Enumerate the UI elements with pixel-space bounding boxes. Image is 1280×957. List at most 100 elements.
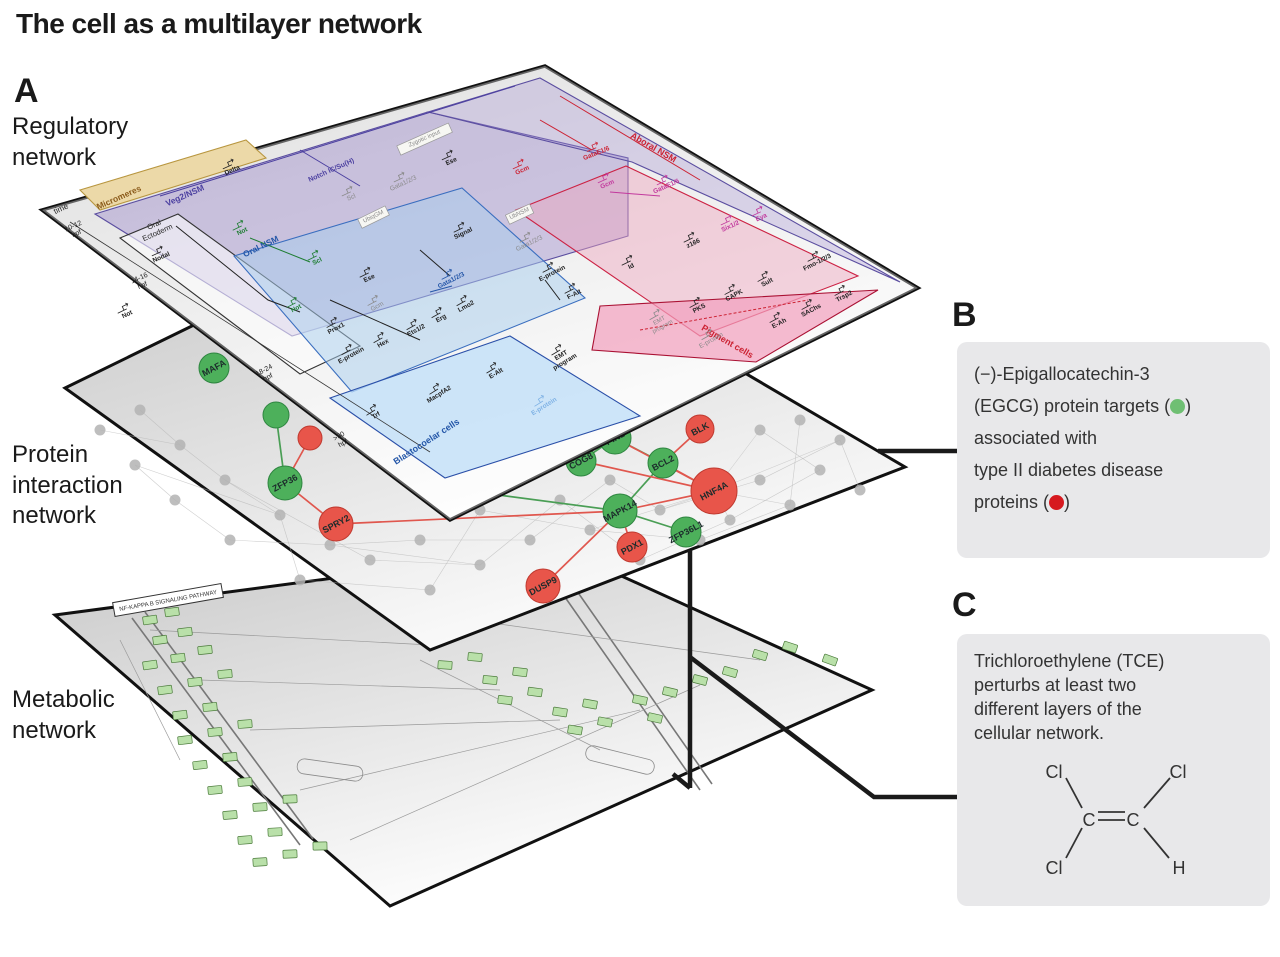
background-edge <box>479 509 591 531</box>
tce-line4: cellular network. <box>974 722 1105 743</box>
promoter-arrow-icon <box>232 219 244 231</box>
egcg-line5-close: ) <box>1064 492 1071 513</box>
gene-label: Erg <box>431 306 448 324</box>
kegg-gene-box <box>164 606 180 618</box>
grn-wire <box>609 191 661 197</box>
egcg-line2-close: ) <box>1185 396 1192 417</box>
gene-label: Scl <box>341 185 358 203</box>
promoter-arrow-icon <box>807 250 818 262</box>
interaction-edge <box>335 510 621 525</box>
kegg-gene-box <box>207 785 223 795</box>
gene-label: Ese <box>441 149 458 167</box>
panel-c-letter: C <box>952 586 977 624</box>
tce-line2: perturbs at least two <box>974 674 1137 695</box>
svg-text:Erg: Erg <box>435 313 448 324</box>
metabolic-layer: NF-KAPPA B SIGNALING PATHWAY <box>51 546 876 908</box>
background-edge <box>179 444 226 481</box>
kegg-gene-box <box>252 857 268 867</box>
gene-label: Id <box>621 254 635 271</box>
promoter-arrow-icon <box>441 149 453 161</box>
promoter-arrow-icon <box>486 361 497 374</box>
svg-text:Scl: Scl <box>346 192 358 202</box>
svg-text:Not: Not <box>121 309 135 320</box>
background-node <box>324 539 336 551</box>
kegg-gene-box <box>222 752 238 762</box>
kegg-gene-box <box>170 652 186 664</box>
chem-atom-label: Cl <box>1046 762 1063 782</box>
grn-wire <box>249 237 311 263</box>
promoter-arrow-icon <box>564 282 575 294</box>
kegg-gene-box <box>312 841 328 851</box>
pathway-group-outline <box>296 758 364 782</box>
promoter-arrow-icon <box>701 328 712 341</box>
ZFP36-node <box>267 465 303 501</box>
kegg-gene-box <box>567 724 583 736</box>
kegg-gene-box <box>237 835 253 845</box>
green-target-dot <box>1170 399 1186 415</box>
membrane-line <box>559 589 701 791</box>
chem-bond <box>1065 777 1083 809</box>
background-node <box>524 534 536 546</box>
pathway-line <box>299 709 641 791</box>
aboral-region <box>514 165 860 337</box>
background-node <box>474 559 486 571</box>
protein-caption-line3: network <box>12 502 97 530</box>
egcg-line3: associated with <box>974 428 1098 449</box>
kegg-gene-box <box>237 719 253 729</box>
kegg-gene-box <box>282 794 298 804</box>
background-node <box>294 574 306 586</box>
kegg-gene-box <box>821 653 839 667</box>
chem-atom-label: C <box>1083 810 1096 830</box>
MAPK14-node <box>602 493 638 529</box>
kegg-gene-box <box>172 709 188 721</box>
kegg-gene-box <box>692 674 708 686</box>
kegg-gene-box <box>527 686 543 698</box>
kegg-gene-box <box>647 712 663 724</box>
gene-label: Not <box>286 296 304 315</box>
background-node <box>584 524 596 536</box>
background-edge <box>369 559 481 566</box>
MAFA-node <box>198 352 230 384</box>
kegg-gene-box <box>437 660 453 670</box>
kegg-gene-box <box>142 659 158 671</box>
promoter-arrow-icon <box>649 308 660 321</box>
gene-label: Eya <box>751 205 768 223</box>
promoter-arrow-icon <box>757 270 768 282</box>
promoter-arrow-icon <box>366 404 376 416</box>
kegg-gene-box <box>207 727 223 737</box>
kegg-gene-box <box>632 694 648 706</box>
interaction-edge <box>542 510 621 587</box>
chem-bond <box>1065 827 1083 859</box>
background-node <box>134 404 146 416</box>
pathway-line <box>199 679 501 691</box>
promoter-arrow-icon <box>431 306 442 319</box>
egcg-line2: (EGCG) protein targets ( <box>974 396 1171 417</box>
promoter-arrow-icon <box>441 268 452 280</box>
promoter-arrow-icon <box>359 266 371 278</box>
chem-atom-label: Cl <box>1046 858 1063 878</box>
svg-text:Not: Not <box>290 303 304 315</box>
blastocoelar-box <box>328 335 642 479</box>
chem-bond <box>1143 777 1171 809</box>
promoter-arrow-icon <box>393 171 405 183</box>
background-edge <box>839 439 861 491</box>
promoter-arrow-icon <box>519 231 531 243</box>
PDX1-node <box>616 531 648 563</box>
egcg-line4: type II diabetes disease <box>974 460 1164 481</box>
kegg-gene-box <box>177 734 193 746</box>
gene-label: >30hpf <box>332 431 349 449</box>
background-node <box>604 474 616 486</box>
grn-wire <box>429 285 453 293</box>
BCL2-node <box>647 447 679 479</box>
background-edge <box>174 499 231 541</box>
gene-label: Trf <box>366 404 382 421</box>
kegg-gene-box <box>177 626 193 638</box>
HNF4A-node <box>690 467 738 515</box>
pathway-line <box>349 684 701 841</box>
DUSP9-node <box>525 568 561 604</box>
promoter-arrow-icon <box>307 249 319 261</box>
